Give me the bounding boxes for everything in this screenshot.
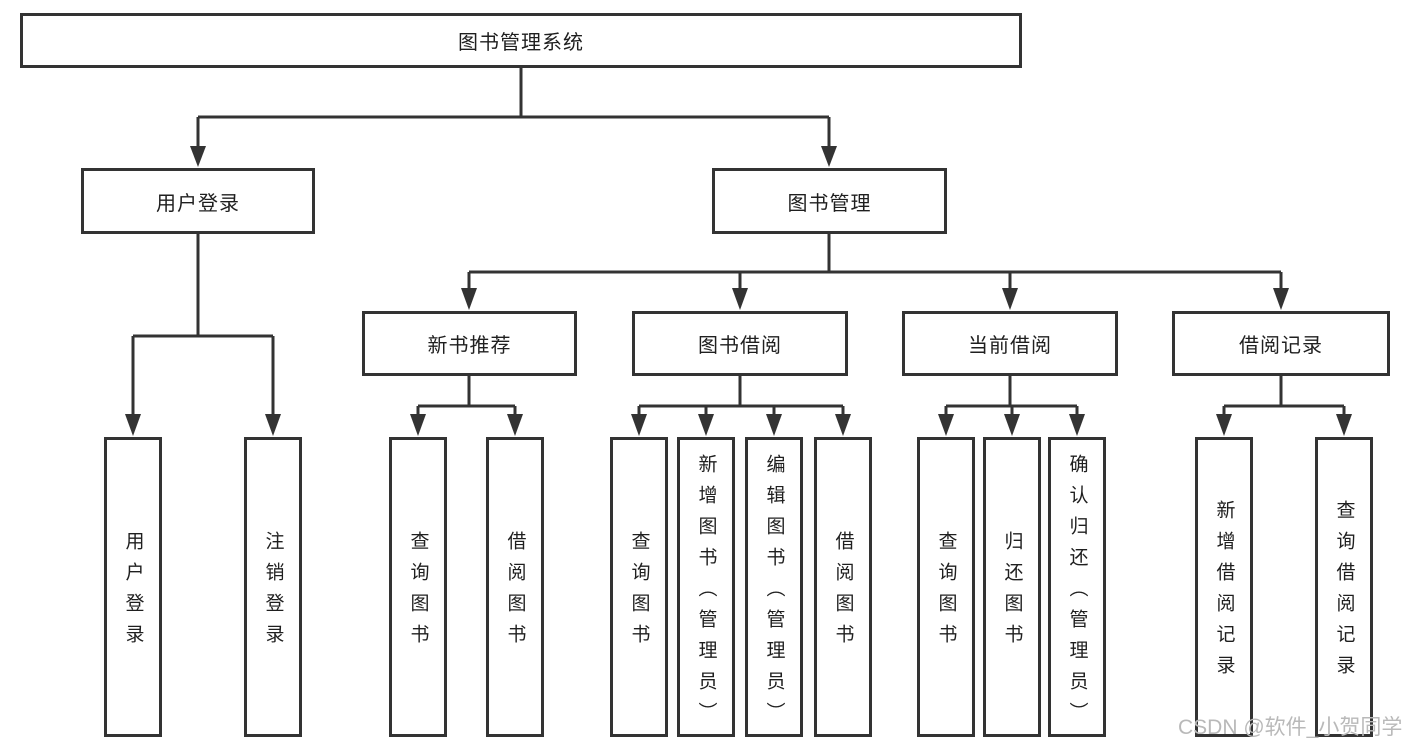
node-user-login-label: 用户登录 (156, 192, 240, 215)
leaf-user-login-label: 用户登录 (122, 531, 144, 655)
leaf-confirm-return-admin: 确认归还（管理员） (1048, 437, 1106, 737)
leaf-borrow-query-books: 查询图书 (610, 437, 668, 737)
leaf-confirm-return-admin-label: 确认归还（管理员） (1066, 453, 1088, 733)
leaf-rec-query-books-label: 查询图书 (407, 531, 429, 655)
node-root-label: 图书管理系统 (458, 32, 584, 54)
leaf-user-login: 用户登录 (104, 437, 162, 737)
node-current-borrow-label: 当前借阅 (968, 335, 1052, 357)
csdn-watermark: CSDN @软件_小贺同学 (1178, 716, 1403, 739)
node-new-book-rec-label: 新书推荐 (427, 335, 512, 357)
leaf-logout: 注销登录 (244, 437, 302, 737)
connector-borrow-records-to-leaves (1216, 376, 1352, 436)
leaf-query-borrow-record: 查询借阅记录 (1315, 437, 1373, 737)
node-root: 图书管理系统 (20, 13, 1022, 68)
leaf-return-books-label: 归还图书 (1001, 531, 1023, 655)
leaf-current-query-books: 查询图书 (917, 437, 975, 737)
leaf-rec-query-books: 查询图书 (389, 437, 447, 737)
connector-book-borrow-to-leaves (631, 376, 851, 436)
leaf-edit-books-admin-label: 编辑图书（管理员） (763, 453, 785, 733)
node-user-login: 用户登录 (81, 168, 315, 234)
leaf-edit-books-admin: 编辑图书（管理员） (745, 437, 803, 737)
node-borrow-records: 借阅记录 (1172, 311, 1390, 376)
node-book-borrow-label: 图书借阅 (698, 335, 782, 357)
node-book-mgmt-label: 图书管理 (787, 192, 872, 215)
leaf-borrow-books-label: 借阅图书 (832, 531, 854, 655)
node-current-borrow: 当前借阅 (902, 311, 1118, 376)
node-book-borrow: 图书借阅 (632, 311, 848, 376)
leaf-add-borrow-record: 新增借阅记录 (1195, 437, 1253, 737)
connector-root-to-level2 (190, 68, 837, 167)
leaf-logout-label: 注销登录 (262, 531, 284, 655)
leaf-borrow-books: 借阅图书 (814, 437, 872, 737)
leaf-add-books-admin: 新增图书（管理员） (677, 437, 735, 737)
connector-book-mgmt-to-level3 (461, 234, 1289, 310)
leaf-return-books: 归还图书 (983, 437, 1041, 737)
node-borrow-records-label: 借阅记录 (1239, 335, 1323, 357)
leaf-rec-borrow-books: 借阅图书 (486, 437, 544, 737)
leaf-add-borrow-record-label: 新增借阅记录 (1213, 500, 1235, 686)
connector-user-login-to-leaves (125, 234, 281, 436)
connector-new-book-rec-to-leaves (410, 376, 523, 436)
leaf-current-query-books-label: 查询图书 (935, 531, 957, 655)
node-new-book-rec: 新书推荐 (362, 311, 577, 376)
node-book-mgmt: 图书管理 (712, 168, 947, 234)
leaf-add-books-admin-label: 新增图书（管理员） (695, 453, 717, 733)
connector-current-borrow-to-leaves (938, 376, 1085, 436)
leaf-borrow-query-books-label: 查询图书 (628, 531, 650, 655)
leaf-query-borrow-record-label: 查询借阅记录 (1333, 500, 1355, 686)
leaf-rec-borrow-books-label: 借阅图书 (504, 531, 526, 655)
